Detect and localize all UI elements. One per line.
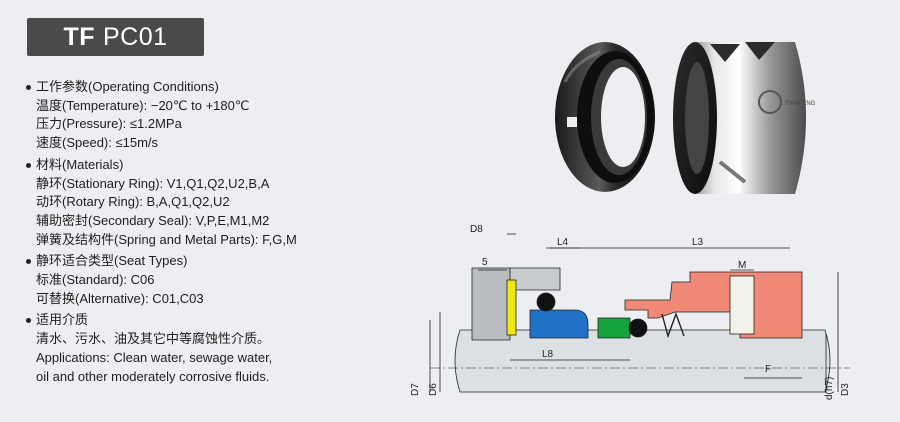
anti-rotation-pin bbox=[506, 279, 517, 336]
product-title: TF PC01 bbox=[27, 18, 204, 56]
rotary-retainer bbox=[624, 271, 803, 339]
spec-line: 动环(Rotary Ring): B,A,Q1,Q2,U2 bbox=[36, 194, 230, 210]
stationary-ring-image bbox=[555, 42, 655, 192]
set-screw bbox=[729, 275, 755, 335]
dim-d7: D7 bbox=[410, 383, 421, 396]
dim-m: M bbox=[738, 260, 746, 271]
dim-l3: L3 bbox=[692, 237, 704, 248]
title-brand: TF bbox=[63, 22, 95, 51]
spec-line: 温度(Temperature): −20℃ to +180℃ bbox=[36, 97, 250, 113]
dim-l8: L8 bbox=[542, 349, 554, 360]
spec-line: 可替换(Alternative): C01,C03 bbox=[36, 290, 204, 306]
spec-line: 清水、污水、油及其它中等腐蚀性介质。 bbox=[36, 331, 271, 347]
spec-line: 压力(Pressure): ≤1.2MPa bbox=[36, 116, 182, 132]
section-operating-conditions: 工作参数(Operating Conditions) 温度(Temperatur… bbox=[26, 78, 326, 153]
section-materials: 材料(Materials) 静环(Stationary Ring): V1,Q1… bbox=[26, 156, 326, 250]
shaft-outline bbox=[454, 329, 831, 393]
spec-line: 弹簧及结构件(Spring and Metal Parts): F,G,M bbox=[36, 231, 297, 247]
product-photo: TIANFENG bbox=[555, 42, 816, 194]
photo-logo-text: TIANFENG bbox=[785, 101, 816, 107]
spec-line: Applications: Clean water, sewage water, bbox=[36, 349, 273, 365]
spec-line: oil and other moderately corrosive fluid… bbox=[36, 368, 270, 384]
spec-line: 静环(Stationary Ring): V1,Q1,Q2,U2,B,A bbox=[36, 175, 270, 191]
section-applications: 适用介质 清水、污水、油及其它中等腐蚀性介质。 Applications: Cl… bbox=[26, 311, 326, 386]
dim-d3: D3 bbox=[840, 383, 851, 396]
section-seat-types: 静环适合类型(Seat Types) 标准(Standard): C06 可替换… bbox=[26, 252, 326, 308]
spring bbox=[661, 311, 685, 339]
specification-list: 工作参数(Operating Conditions) 温度(Temperatur… bbox=[26, 78, 326, 389]
dim-dh7: d(h7) bbox=[824, 377, 835, 400]
section-heading: 材料(Materials) bbox=[26, 156, 326, 175]
cross-section-drawing: D8 L4 L3 5 M L8 F D7 D6 d(h7) D3 bbox=[410, 224, 851, 400]
dim-f: F bbox=[765, 364, 771, 375]
dim-l4: L4 bbox=[557, 237, 569, 248]
rotary-o-ring bbox=[628, 318, 648, 338]
spec-line: 标准(Standard): C06 bbox=[36, 272, 155, 288]
spec-line: 速度(Speed): ≤15m/s bbox=[36, 135, 159, 151]
stationary-seat bbox=[529, 309, 589, 339]
section-heading: 适用介质 bbox=[26, 311, 326, 330]
rotary-face bbox=[597, 317, 631, 339]
rotary-assembly-image: TIANFENG bbox=[673, 42, 816, 194]
section-heading: 工作参数(Operating Conditions) bbox=[26, 78, 326, 97]
dim-5: 5 bbox=[482, 257, 488, 268]
dim-d6: D6 bbox=[428, 383, 439, 396]
spec-line: 辅助密封(Secondary Seal): V,P,E,M1,M2 bbox=[36, 212, 270, 228]
seat-o-ring bbox=[536, 292, 556, 312]
section-heading: 静环适合类型(Seat Types) bbox=[26, 252, 326, 271]
title-model: PC01 bbox=[103, 22, 168, 51]
dim-d8: D8 bbox=[470, 224, 483, 235]
